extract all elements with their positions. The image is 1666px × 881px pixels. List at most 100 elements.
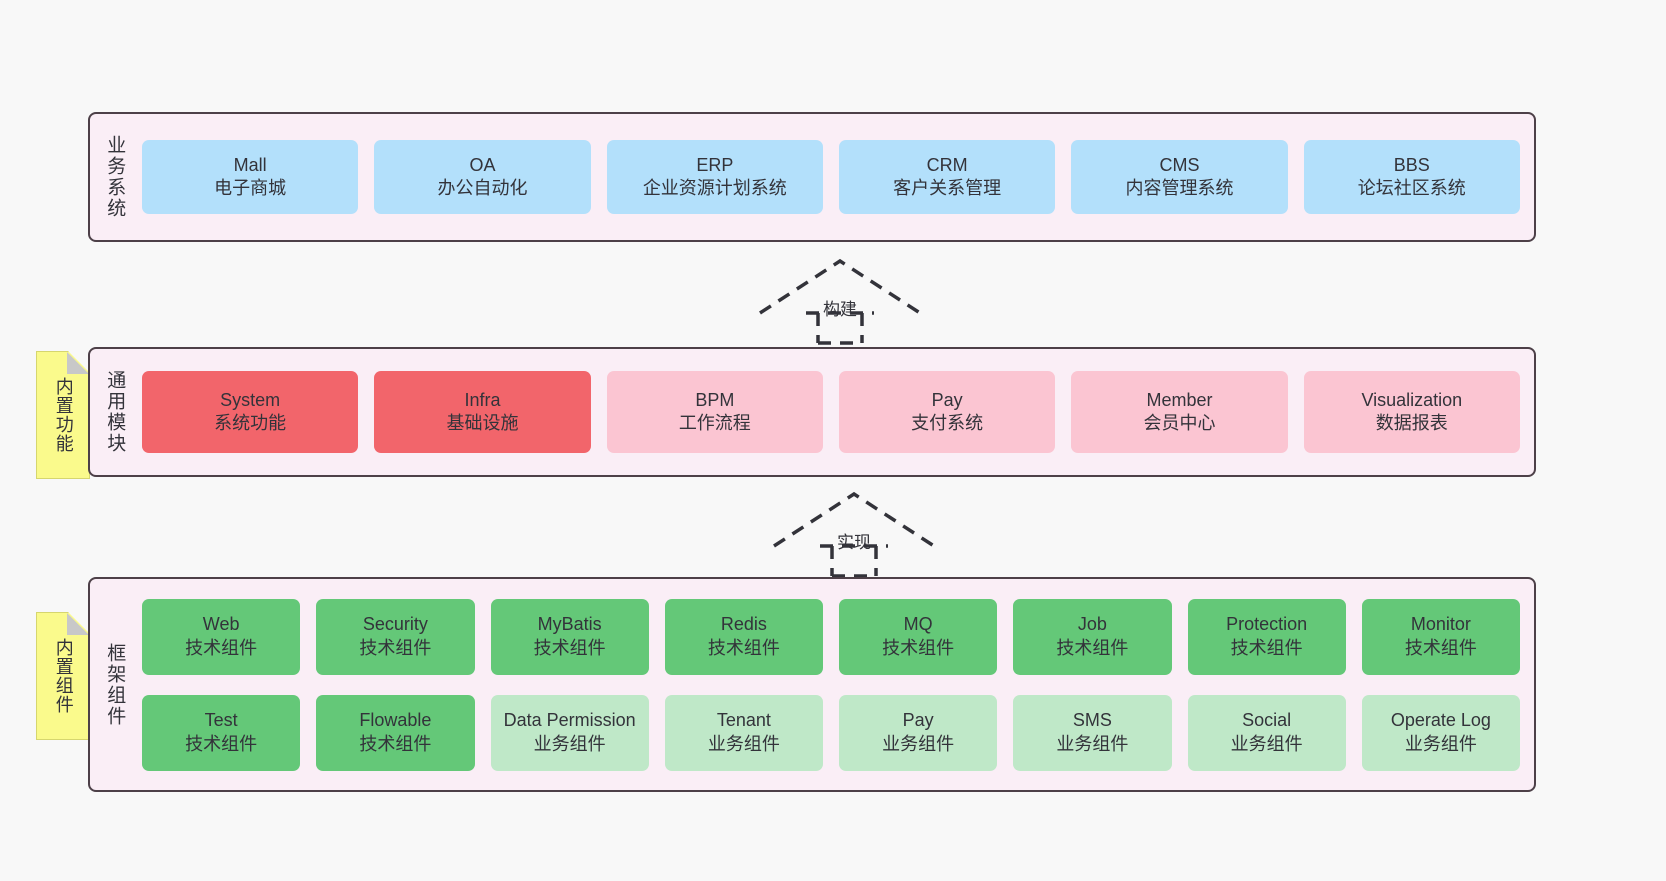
node-mall[interactable]: Mall 电子商城 — [142, 140, 359, 214]
node-job[interactable]: Job 技术组件 — [1013, 598, 1172, 675]
node-bpm[interactable]: BPM 工作流程 — [606, 371, 823, 453]
node-title: MQ — [903, 614, 933, 635]
node-web[interactable]: Web 技术组件 — [142, 598, 301, 675]
node-subtitle: 技术组件 — [185, 733, 258, 754]
node-social[interactable]: Social 业务组件 — [1187, 694, 1346, 771]
node-subtitle: 内容管理系统 — [1125, 178, 1234, 198]
node-row: Test 技术组件 Flowable 技术组件 Data Permission … — [142, 694, 1520, 771]
node-title: CRM — [926, 154, 968, 175]
node-subtitle: 业务组件 — [882, 733, 955, 754]
node-title: Pay — [902, 710, 934, 731]
note-fold-corner-icon — [67, 613, 89, 635]
node-title: Protection — [1226, 614, 1308, 635]
node-subtitle: 系统功能 — [214, 413, 287, 433]
layer-body-common-modules: System 系统功能 Infra 基础设施 BPM 工作流程 Pay 支付系统… — [138, 349, 1534, 475]
node-tenant[interactable]: Tenant 业务组件 — [664, 694, 823, 771]
node-subtitle: 技术组件 — [359, 637, 432, 658]
node-subtitle: 业务组件 — [1056, 733, 1129, 754]
dashed-hollow-arrow-icon — [759, 258, 921, 345]
node-title: Monitor — [1410, 614, 1471, 635]
node-sms[interactable]: SMS 业务组件 — [1013, 694, 1172, 771]
node-title: Mall — [233, 154, 267, 175]
node-subtitle: 技术组件 — [185, 637, 258, 658]
node-erp[interactable]: ERP 企业资源计划系统 — [606, 140, 823, 214]
node-subtitle: 技术组件 — [1056, 637, 1129, 658]
node-subtitle: 会员中心 — [1143, 413, 1216, 433]
node-title: Job — [1077, 614, 1107, 635]
node-subtitle: 工作流程 — [678, 413, 751, 433]
node-redis[interactable]: Redis 技术组件 — [664, 598, 823, 675]
layer-title-business-systems: 业务系统 — [104, 135, 126, 219]
node-cms[interactable]: CMS 内容管理系统 — [1071, 140, 1288, 214]
node-subtitle: 企业资源计划系统 — [642, 178, 787, 198]
node-title: Pay — [931, 389, 963, 410]
layer-business-systems: 业务系统 Mall 电子商城 OA 办公自动化 ERP 企业资源计划系统 CRM… — [88, 112, 1536, 242]
node-data-permission[interactable]: Data Permission 业务组件 — [490, 694, 649, 771]
node-title: Redis — [720, 614, 767, 635]
node-crm[interactable]: CRM 客户关系管理 — [838, 140, 1056, 214]
layer-title-framework-components: 框架组件 — [104, 642, 126, 727]
layer-framework-components: 框架组件 Web 技术组件 Security 技术组件 MyBatis 技术组件… — [88, 577, 1536, 792]
layer-body-framework-components: Web 技术组件 Security 技术组件 MyBatis 技术组件 Redi… — [138, 579, 1534, 790]
node-title: Member — [1146, 389, 1213, 410]
node-title: Tenant — [716, 710, 771, 731]
node-pay-component[interactable]: Pay 业务组件 — [839, 694, 998, 771]
node-operate-log[interactable]: Operate Log 业务组件 — [1361, 694, 1520, 771]
node-title: Test — [204, 710, 238, 731]
node-subtitle: 业务组件 — [707, 733, 780, 754]
node-subtitle: 技术组件 — [1404, 637, 1477, 658]
node-title: ERP — [696, 154, 734, 175]
node-title: Web — [202, 614, 240, 635]
note-built-in-components: 内置组件 — [36, 612, 90, 740]
node-subtitle: 电子商城 — [214, 178, 287, 198]
node-subtitle: 业务组件 — [1404, 733, 1477, 754]
node-infra[interactable]: Infra 基础设施 — [374, 371, 591, 453]
node-subtitle: 技术组件 — [359, 733, 432, 754]
node-title: MyBatis — [537, 614, 602, 635]
layer-body-business-systems: Mall 电子商城 OA 办公自动化 ERP 企业资源计划系统 CRM 客户关系… — [138, 114, 1534, 240]
uml-generalization-arrow-build: 构建 — [756, 257, 924, 345]
node-row: System 系统功能 Infra 基础设施 BPM 工作流程 Pay 支付系统… — [142, 371, 1520, 453]
node-row: Web 技术组件 Security 技术组件 MyBatis 技术组件 Redi… — [142, 598, 1520, 675]
node-flowable[interactable]: Flowable 技术组件 — [316, 694, 475, 771]
node-mq[interactable]: MQ 技术组件 — [839, 598, 998, 675]
node-oa[interactable]: OA 办公自动化 — [374, 140, 591, 214]
node-title: CMS — [1159, 154, 1200, 175]
node-subtitle: 数据报表 — [1375, 413, 1448, 433]
node-subtitle: 客户关系管理 — [893, 178, 1002, 198]
node-subtitle: 业务组件 — [1230, 733, 1303, 754]
note-fold-corner-icon — [67, 352, 89, 374]
node-visualization[interactable]: Visualization 数据报表 — [1303, 371, 1520, 453]
node-subtitle: 基础设施 — [446, 413, 519, 433]
node-bbs[interactable]: BBS 论坛社区系统 — [1303, 140, 1520, 214]
node-title: SMS — [1072, 710, 1112, 731]
node-title: BBS — [1393, 154, 1430, 175]
note-label: 内置功能 — [53, 377, 74, 453]
node-title: Flowable — [359, 710, 432, 731]
node-monitor[interactable]: Monitor 技术组件 — [1361, 598, 1520, 675]
node-title: Visualization — [1361, 389, 1463, 410]
node-subtitle: 业务组件 — [533, 733, 606, 754]
node-test[interactable]: Test 技术组件 — [142, 694, 301, 771]
node-subtitle: 技术组件 — [533, 637, 606, 658]
dashed-hollow-arrow-icon — [773, 491, 935, 578]
note-built-in-features: 内置功能 — [36, 351, 90, 479]
node-title: Social — [1242, 710, 1292, 731]
node-pay-module[interactable]: Pay 支付系统 — [838, 371, 1056, 453]
node-subtitle: 技术组件 — [882, 637, 955, 658]
node-title: Security — [362, 614, 428, 635]
node-row: Mall 电子商城 OA 办公自动化 ERP 企业资源计划系统 CRM 客户关系… — [142, 140, 1520, 214]
uml-generalization-arrow-implement: 实现 — [770, 490, 938, 578]
node-mybatis[interactable]: MyBatis 技术组件 — [490, 598, 649, 675]
node-title: BPM — [695, 389, 735, 410]
node-member[interactable]: Member 会员中心 — [1071, 371, 1288, 453]
node-subtitle: 技术组件 — [1230, 637, 1303, 658]
node-system[interactable]: System 系统功能 — [142, 371, 359, 453]
node-security[interactable]: Security 技术组件 — [316, 598, 475, 675]
node-protection[interactable]: Protection 技术组件 — [1187, 598, 1346, 675]
note-label: 内置组件 — [53, 638, 74, 714]
node-title: Infra — [464, 389, 501, 410]
node-title: Operate Log — [1390, 710, 1491, 731]
node-title: Data Permission — [503, 710, 636, 731]
